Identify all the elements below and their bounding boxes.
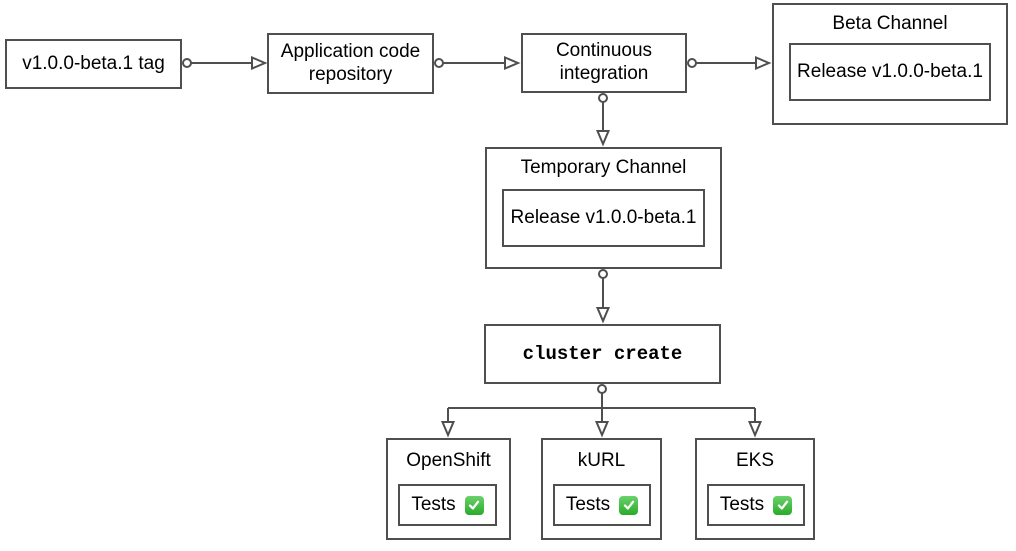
- edge-ci-to-temporary-channel: [595, 93, 611, 147]
- temporary-release-label: Release v1.0.0-beta.1: [510, 206, 697, 228]
- node-temporary-release: Release v1.0.0-beta.1: [502, 189, 705, 247]
- edge-temporary-channel-to-cluster-create: [595, 269, 611, 324]
- temporary-channel-title: Temporary Channel: [520, 156, 687, 178]
- kurl-tests-box: Tests: [553, 484, 651, 526]
- kurl-tests-label: Tests: [565, 493, 611, 515]
- kurl-title: kURL: [577, 449, 626, 471]
- beta-release-label: Release v1.0.0-beta.1: [797, 60, 983, 82]
- version-tag-label: v1.0.0-beta.1 tag: [22, 52, 165, 74]
- check-icon: [773, 495, 793, 515]
- openshift-tests-box: Tests: [398, 484, 497, 526]
- eks-title: EKS: [735, 449, 775, 471]
- node-beta-release: Release v1.0.0-beta.1: [789, 43, 991, 101]
- node-cluster-create: cluster create: [484, 324, 721, 384]
- continuous-integration-label: Continuous integration: [555, 40, 653, 84]
- openshift-tests-label: Tests: [411, 493, 456, 515]
- openshift-title: OpenShift: [406, 449, 491, 471]
- check-icon: [464, 495, 484, 515]
- edge-cluster-create-to-tests: [440, 384, 763, 438]
- application-code-repository-label: Application code repository: [280, 40, 421, 85]
- node-beta-channel: Beta Channel Release v1.0.0-beta.1: [772, 3, 1008, 125]
- node-eks: EKS Tests: [695, 438, 815, 540]
- eks-tests-label: Tests: [719, 493, 765, 515]
- cluster-create-label: cluster create: [522, 342, 683, 365]
- edge-ci-to-beta-channel: [687, 55, 772, 71]
- check-icon: [619, 495, 639, 515]
- eks-tests-box: Tests: [707, 484, 805, 526]
- node-version-tag: v1.0.0-beta.1 tag: [5, 39, 182, 89]
- node-continuous-integration: Continuous integration: [521, 33, 687, 93]
- node-application-code-repository: Application code repository: [267, 33, 434, 94]
- beta-channel-title: Beta Channel: [832, 12, 948, 34]
- node-kurl: kURL Tests: [541, 438, 662, 540]
- node-temporary-channel: Temporary Channel Release v1.0.0-beta.1: [485, 147, 722, 269]
- edge-repo-to-ci: [434, 55, 521, 71]
- edge-tag-to-repo: [182, 55, 268, 71]
- node-openshift: OpenShift Tests: [386, 438, 511, 540]
